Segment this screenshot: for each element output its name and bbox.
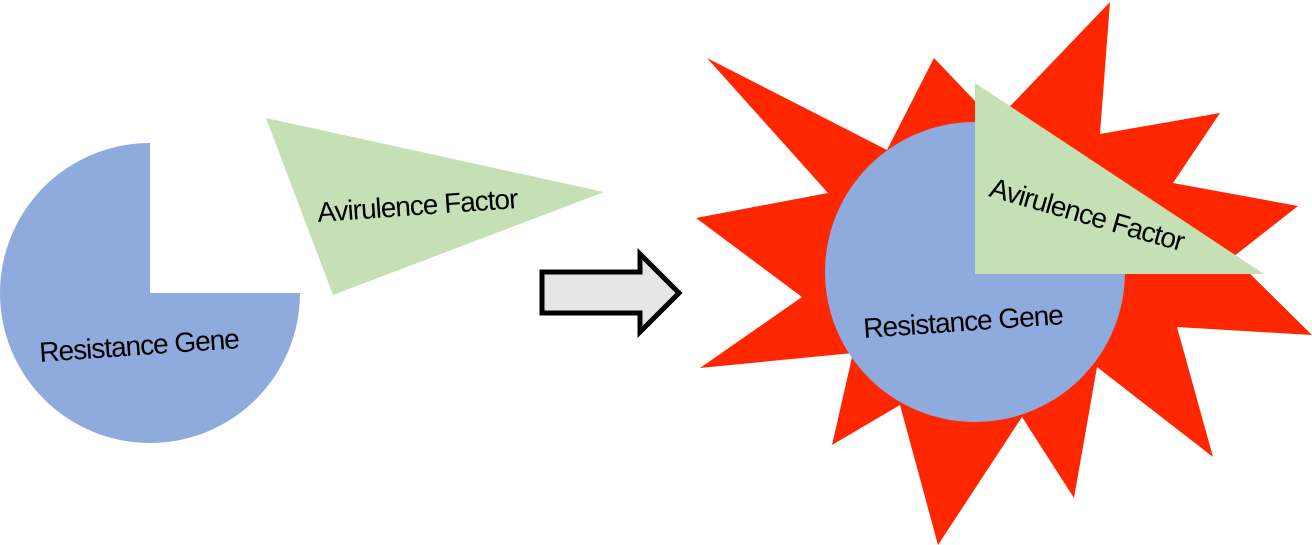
before-group: Resistance Gene Avirulence Factor — [0, 118, 604, 443]
after-group: Avirulence Factor Resistance Gene — [696, 2, 1312, 545]
right-arrow-icon — [539, 247, 683, 339]
resistance-gene-pie — [0, 143, 300, 443]
avirulence-factor-right-triangle — [975, 83, 1264, 274]
avirulence-factor-triangle — [266, 118, 604, 295]
